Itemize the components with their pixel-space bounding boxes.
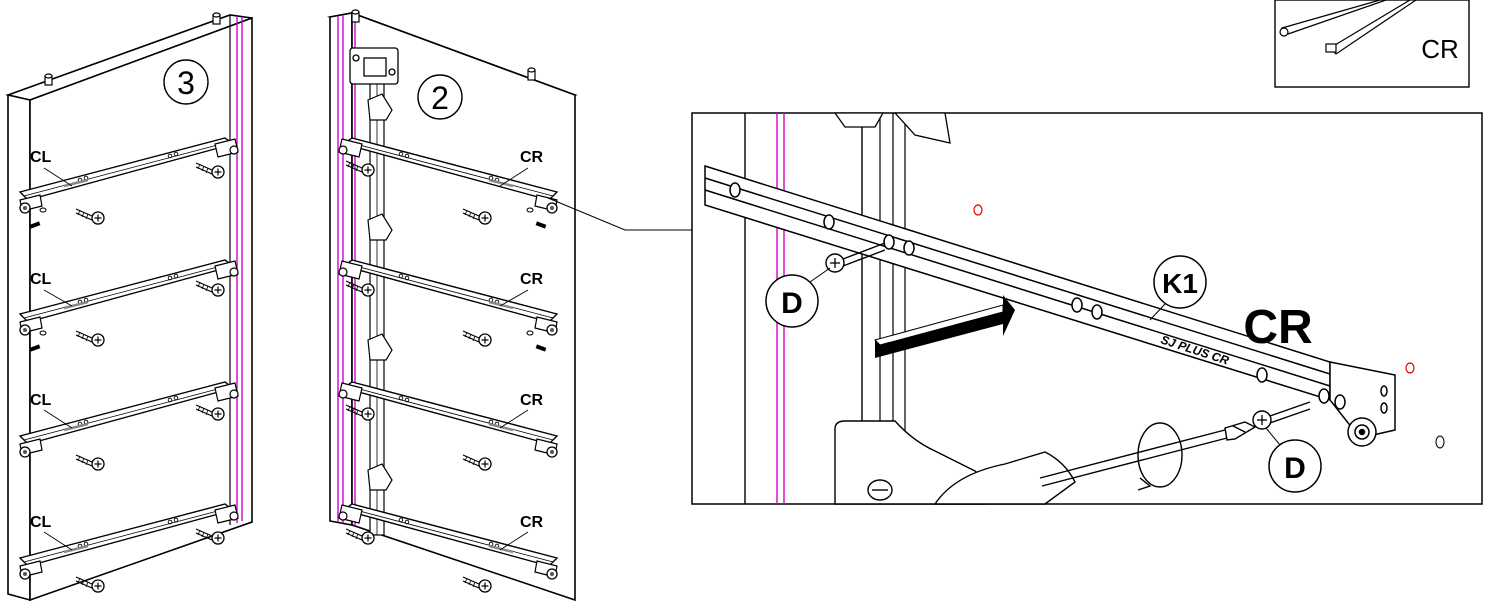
inset-view: CR <box>1274 0 1470 88</box>
insert-arrow <box>874 295 1015 358</box>
panel-2-number-circle <box>417 74 463 120</box>
detail-leader-line <box>547 197 692 231</box>
panel-3-label-4: CL <box>30 514 52 531</box>
detail-view: SJ PLUS CR D D <box>691 112 1483 505</box>
panel-3-number-circle <box>163 59 209 105</box>
panel-2-label-2: CR <box>520 271 544 288</box>
panel-3-label-3: CL <box>30 392 52 409</box>
screw-d-1-label: D <box>781 287 803 320</box>
screw-d-2-label: D <box>1284 452 1306 485</box>
screw-d-2-callout <box>1268 439 1322 493</box>
part-k1-label: K1 <box>1162 268 1198 299</box>
panel-2-number: 2 <box>431 80 449 116</box>
panel-2-label-4: CR <box>520 514 544 531</box>
panel-2-label-1: CR <box>520 149 544 166</box>
panel-3-number: 3 <box>177 65 195 101</box>
panel-2: 2 CR CR CR CR <box>326 9 578 602</box>
panel-3: 3 CL CL CL CL <box>5 12 253 602</box>
screw-d-1-callout <box>765 274 819 328</box>
panel-2-label-3: CR <box>520 392 544 409</box>
screw-d-2 <box>1252 401 1311 430</box>
panel-3-label-1: CL <box>30 149 52 166</box>
inset-label: CR <box>1421 34 1459 64</box>
part-k1-callout <box>1153 255 1207 309</box>
screw-d-1 <box>825 242 886 273</box>
detail-side-label: CR <box>1243 301 1312 354</box>
panel-3-label-2: CL <box>30 271 52 288</box>
